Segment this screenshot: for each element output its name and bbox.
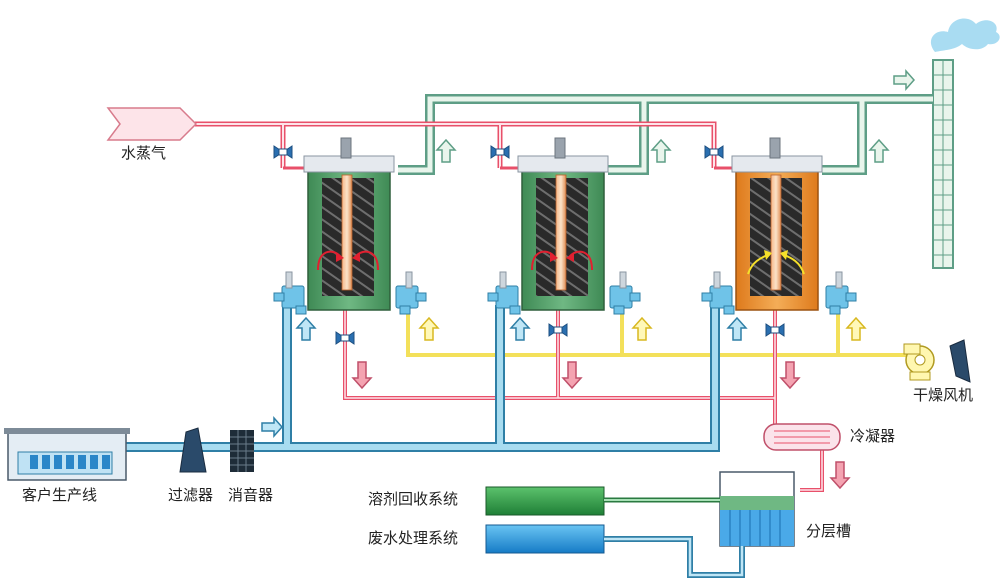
- separator-tank: [719, 471, 795, 547]
- regen-outlet-line: [343, 310, 824, 492]
- silencer-label: 消音器: [228, 486, 274, 504]
- solvent-recovery-bar: [485, 486, 720, 516]
- production-line-label: 客户生产线: [22, 486, 98, 504]
- steam-label: 水蒸气: [121, 144, 167, 162]
- wastewater-bar: [485, 524, 745, 578]
- blower: [395, 271, 427, 315]
- inlet-arrows: [261, 316, 748, 438]
- exhaust-arrows: [435, 69, 916, 163]
- outlet-valves: [335, 323, 785, 345]
- exhaust-stack: [930, 18, 1000, 269]
- separator-label: 分层槽: [806, 522, 852, 540]
- blower: [609, 271, 641, 315]
- adsorber-2: [487, 137, 641, 315]
- adsorber-3: [701, 137, 857, 315]
- dry-air-arrows: [418, 316, 867, 341]
- dry-fan-label: 干燥风机: [913, 386, 974, 404]
- dry-air-line: [406, 310, 910, 357]
- smoke-cloud: [930, 18, 1000, 52]
- blower: [487, 271, 521, 315]
- blower: [701, 271, 735, 315]
- steam-inlet: [106, 107, 198, 141]
- regen-arrows: [351, 361, 851, 490]
- blower: [825, 271, 857, 315]
- dry-fan: [903, 339, 971, 383]
- steam-valves: [273, 145, 724, 159]
- blower: [273, 271, 307, 315]
- adsorber-1: [273, 137, 427, 315]
- inlet-pipe: [125, 305, 720, 452]
- silencer: [230, 430, 254, 472]
- condenser-label: 冷凝器: [850, 427, 896, 445]
- steam-line: [195, 121, 717, 168]
- production-line: [4, 428, 130, 481]
- solvent-recovery-label: 溶剂回收系统: [368, 490, 459, 508]
- condenser: [763, 423, 841, 451]
- filter-label: 过滤器: [168, 486, 214, 504]
- filter: [179, 427, 207, 473]
- wastewater-label: 废水处理系统: [368, 529, 459, 547]
